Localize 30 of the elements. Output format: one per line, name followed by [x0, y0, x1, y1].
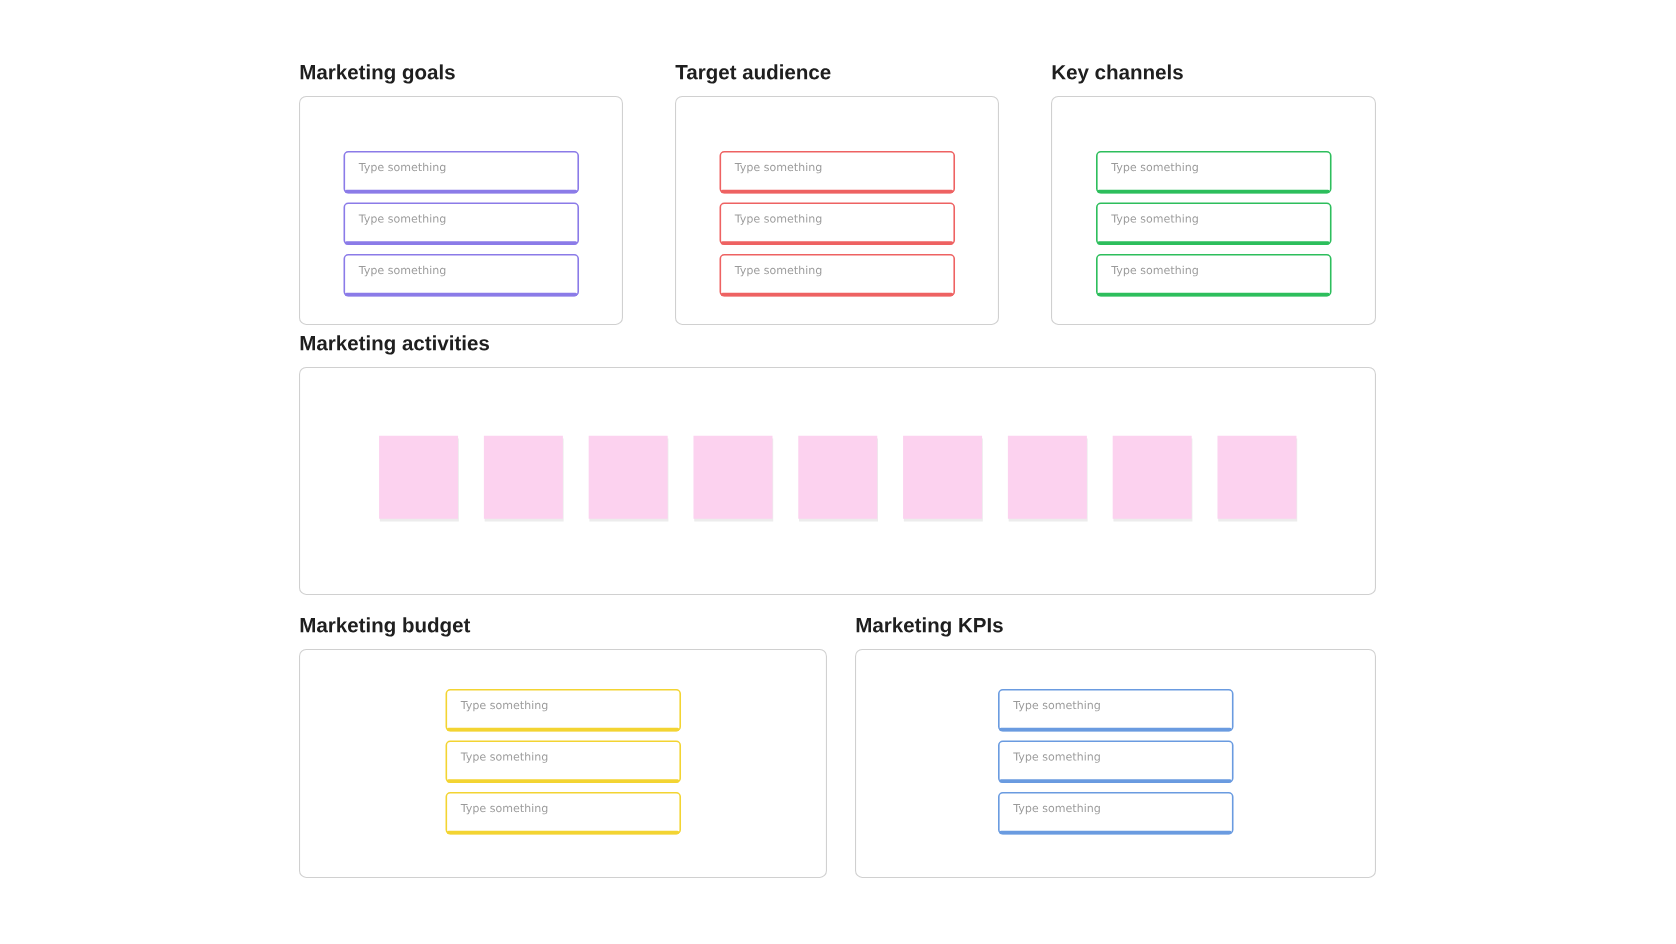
panel-heading: Key channels	[1052, 64, 1183, 84]
input-field: Type something	[998, 740, 1234, 783]
input-field: Type something	[719, 202, 955, 245]
input-field: Type something	[719, 254, 955, 297]
input-field: Type something	[445, 689, 681, 732]
input-field: Type something	[998, 689, 1234, 732]
sticky-note	[379, 435, 459, 522]
sticky-note	[693, 435, 774, 522]
input-field: Type something	[1096, 151, 1332, 194]
input-field: Type something	[343, 254, 579, 297]
panel-heading: Target audience	[675, 64, 831, 84]
input-field: Type something	[445, 740, 681, 783]
panel-heading: Marketing activities	[300, 335, 489, 355]
input-field: Type something	[445, 792, 681, 835]
input-field: Type something	[343, 151, 579, 194]
sticky-note	[1007, 435, 1088, 522]
sticky-note	[588, 435, 669, 522]
input-field: Type something	[1096, 254, 1332, 297]
panel-heading: Marketing budget	[300, 617, 471, 637]
sticky-note	[798, 435, 878, 522]
input-field: Type something	[998, 792, 1234, 835]
input-field: Type something	[719, 151, 955, 194]
sticky-note	[903, 435, 983, 522]
input-field: Type something	[343, 202, 579, 245]
panel-heading: Marketing KPIs	[856, 617, 1003, 637]
sticky-note	[1112, 435, 1193, 522]
input-field: Type something	[1096, 202, 1332, 245]
sticky-note	[1217, 435, 1298, 522]
panel-heading: Marketing goals	[300, 64, 455, 84]
sticky-note	[483, 435, 564, 522]
